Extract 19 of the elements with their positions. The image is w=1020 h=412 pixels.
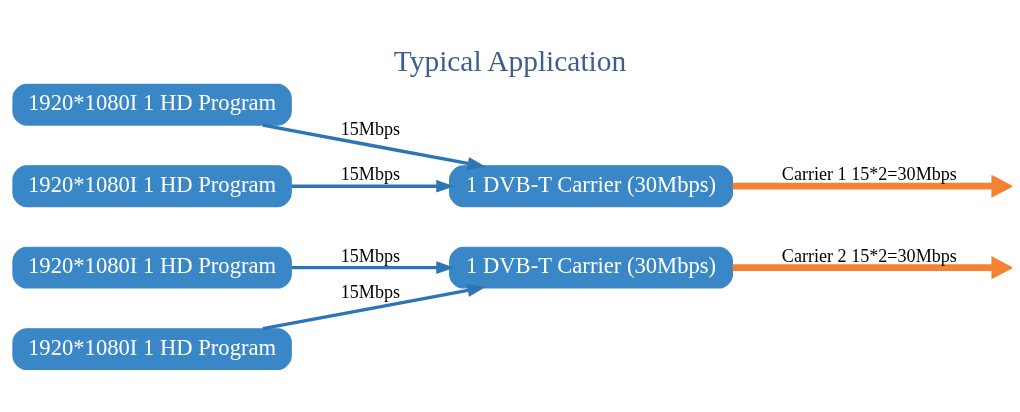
node-box: 1920*1080I 1 HD Program (12, 328, 292, 371)
edge-label: 15Mbps (340, 281, 401, 302)
arrow (262, 123, 486, 170)
node-box: 1 DVB-T Carrier (30Mbps) (449, 246, 734, 289)
edge-label: 15Mbps (340, 119, 401, 140)
arrow (291, 261, 455, 274)
arrow (732, 256, 1012, 280)
arrow (262, 284, 486, 331)
edge-label: 15Mbps (340, 245, 401, 266)
node-box: 1920*1080I 1 HD Program (12, 83, 292, 126)
node-box: 1920*1080I 1 HD Program (12, 246, 292, 289)
edge-label: Carrier 2 15*2=30Mbps (781, 245, 957, 266)
node-box: 1920*1080I 1 HD Program (12, 165, 292, 208)
arrow (732, 174, 1012, 198)
arrow (291, 179, 455, 193)
diagram-title: Typical Application (393, 44, 627, 77)
edge-label: Carrier 1 15*2=30Mbps (781, 164, 957, 185)
node-box: 1 DVB-T Carrier (30Mbps) (449, 165, 734, 208)
edge-label: 15Mbps (340, 164, 401, 185)
